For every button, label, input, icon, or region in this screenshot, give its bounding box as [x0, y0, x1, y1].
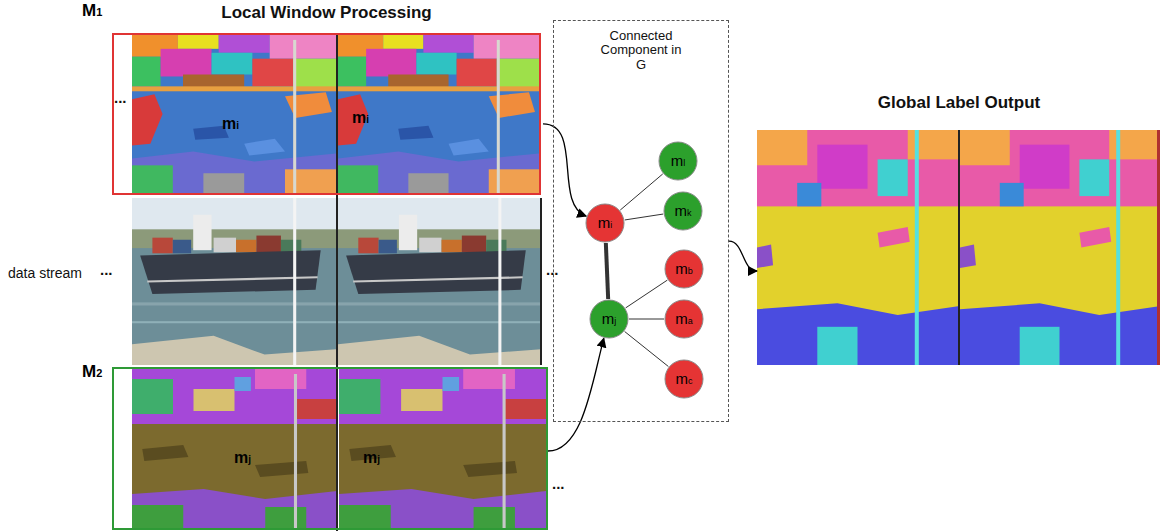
ellipsis-mark: ...: [100, 262, 113, 279]
node-circle-shape: [586, 204, 624, 242]
node-circle-shape: [665, 300, 703, 338]
node-label: M1: [82, 2, 102, 21]
node-circle-shape: [665, 360, 703, 398]
node-circle-shape: [659, 142, 697, 180]
segment-node: mk: [663, 191, 703, 231]
ellipsis-mark: ...: [546, 262, 559, 279]
graph-edge: [629, 319, 664, 320]
segment-frame: mi: [134, 37, 338, 195]
segment-frame: mi: [340, 37, 543, 195]
graph-edge: [625, 214, 663, 220]
flow-arrow: [548, 338, 604, 451]
segment-node: ma: [664, 299, 704, 339]
segment-frame: mj: [341, 371, 548, 531]
node-circle-shape: [664, 192, 702, 230]
node-circle-shape: [665, 250, 703, 288]
flow-arrow: [729, 241, 757, 271]
segment-node: mb: [664, 249, 704, 289]
node-label: mc: [676, 371, 693, 388]
graph-edge: [626, 280, 668, 308]
segment-frame: mj: [134, 371, 339, 531]
node-label: Local Window Processing: [114, 4, 539, 23]
node-label: Global Label Output: [757, 94, 1161, 113]
node-label: mi: [352, 109, 369, 127]
node-label: mk: [675, 203, 692, 220]
node-label: mi: [598, 215, 613, 232]
node-label: Connected Component in G: [554, 29, 728, 72]
stream-label: data stream: [8, 266, 82, 281]
ellipsis-mark: ...: [114, 90, 127, 107]
graph-edge: [620, 174, 663, 210]
node-label: M2: [82, 363, 102, 382]
output-frames: Global Label Output: [757, 130, 1161, 365]
flow-arrow: [543, 124, 586, 216]
segment-node: ml: [658, 141, 698, 181]
node-label: mb: [675, 261, 693, 278]
segment-node: mc: [664, 359, 704, 399]
node-label: mi: [222, 115, 239, 133]
node-label: ma: [675, 311, 693, 328]
node-label: mj: [234, 449, 251, 467]
graph-edge: [606, 243, 608, 299]
component-box: Connected Component in G mi ml mk mj mb ma mc: [553, 20, 729, 422]
node-label: ml: [671, 153, 686, 170]
node-label: mj: [602, 311, 617, 328]
node-label: mj: [363, 449, 380, 467]
window-box: M1Local Window Processingmimi: [112, 33, 541, 195]
segment-node: mi: [585, 203, 625, 243]
ellipsis-mark: ...: [552, 476, 565, 493]
segment-node: mj: [589, 299, 629, 339]
node-circle-shape: [590, 300, 628, 338]
graph-edge: [625, 331, 669, 366]
window-box: M2mjmj: [112, 367, 548, 530]
